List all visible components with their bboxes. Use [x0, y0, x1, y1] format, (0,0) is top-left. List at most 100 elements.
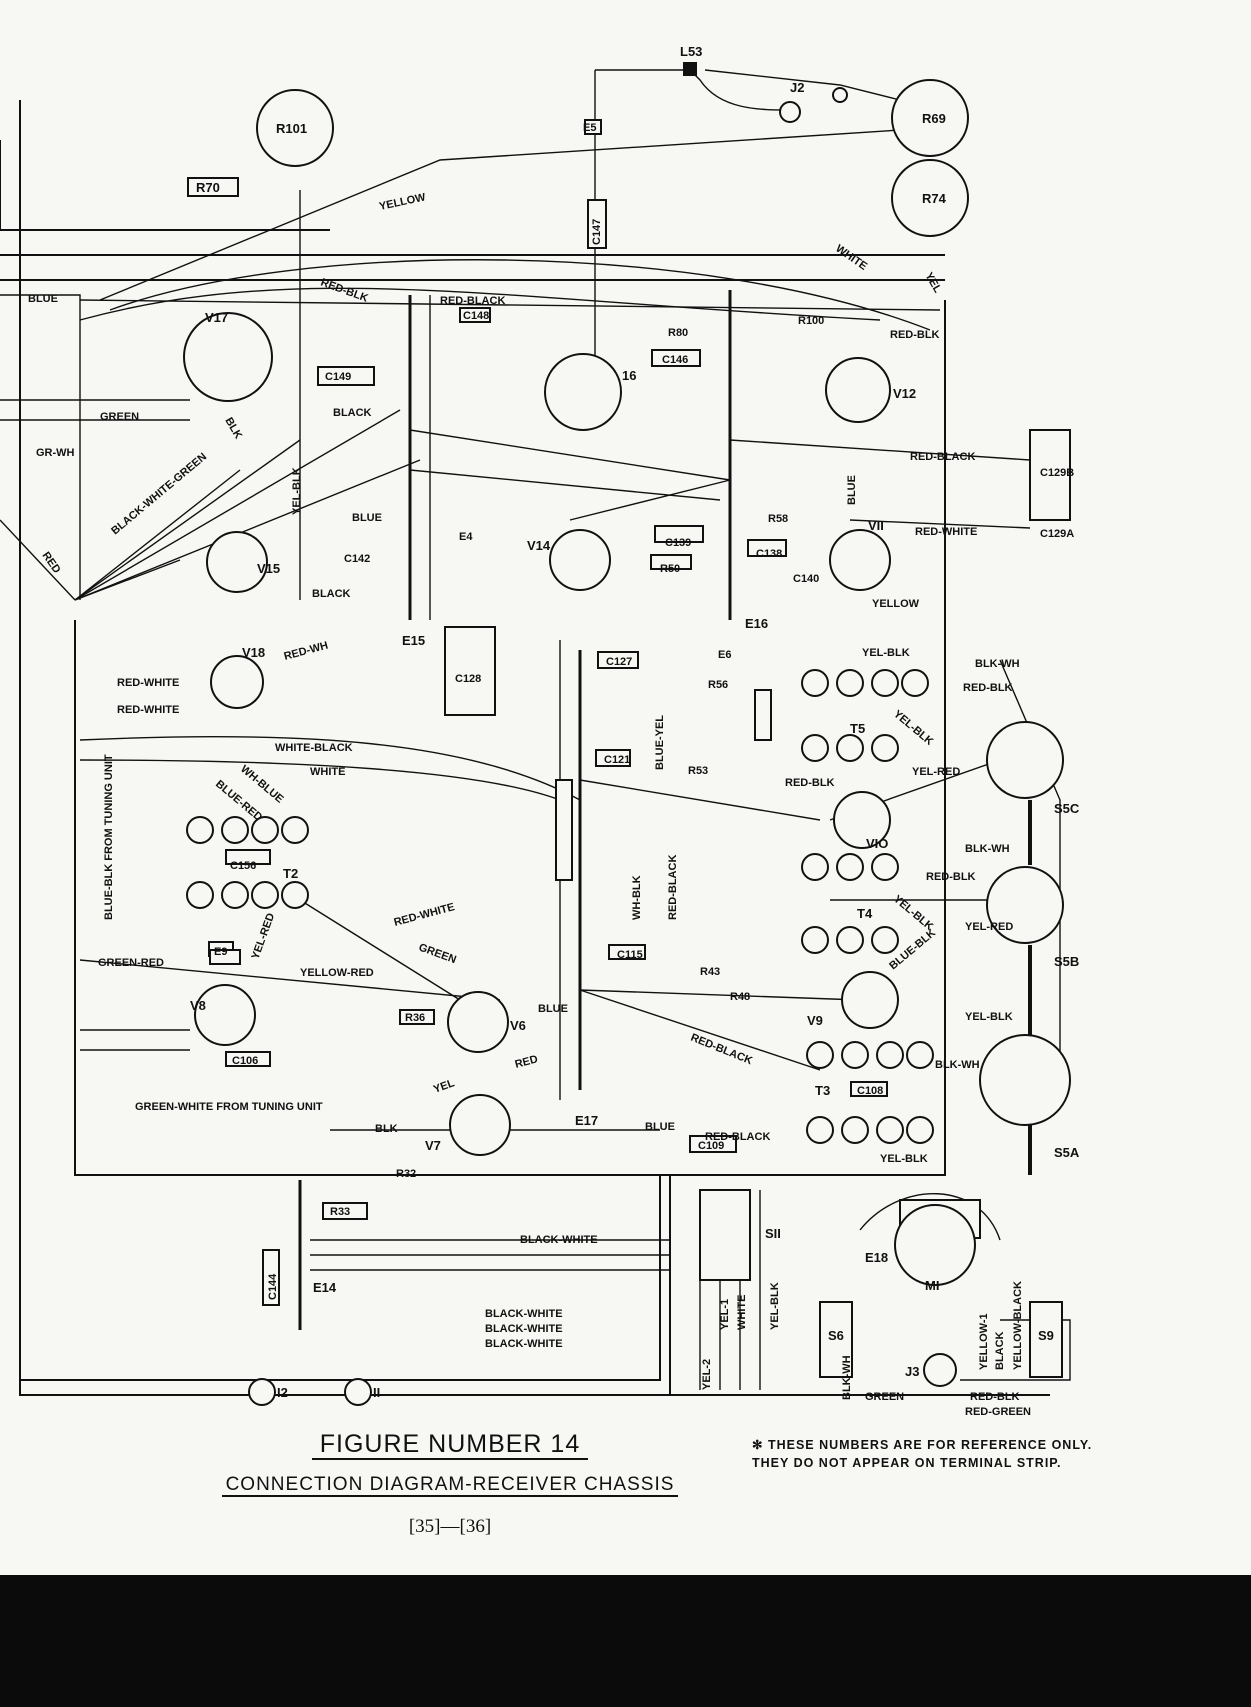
label-r69: R69 [922, 111, 946, 126]
label-r100: R100 [798, 315, 824, 327]
label-e9: E9 [214, 946, 227, 958]
wire-label: YEL-BLK [965, 1011, 1013, 1023]
wire-label: YEL [922, 271, 943, 296]
label-c138: C138 [756, 548, 782, 560]
lamp-i2 [248, 1378, 276, 1406]
wire-label: BLK-WH [935, 1059, 980, 1071]
rotary-switches [979, 721, 1071, 1175]
label-r32: R32 [396, 1168, 416, 1180]
capacitor-c129 [1029, 429, 1071, 521]
wire-label: GREEN [417, 942, 458, 967]
wire-label: WHITE [833, 243, 869, 273]
wire-label: BLUE [645, 1121, 675, 1133]
label-j2: J2 [790, 80, 804, 95]
label-v6: V6 [510, 1018, 526, 1033]
label-c127: C127 [606, 656, 632, 668]
wire-label: RED-WH [283, 640, 330, 663]
wire-label: RED-BLK [785, 777, 835, 789]
label-c128: C128 [455, 673, 481, 685]
socket-v17 [183, 312, 273, 402]
label-v8: V8 [190, 998, 206, 1013]
socket-v10 [833, 791, 891, 849]
switch-s6-box [819, 1301, 853, 1378]
label-v7: V7 [425, 1138, 441, 1153]
label-e16: E16 [745, 616, 768, 631]
socket-v7 [449, 1094, 511, 1156]
label-r74: R74 [922, 191, 947, 206]
label-e18: E18 [865, 1250, 888, 1265]
label-s11: SII [765, 1226, 781, 1241]
page-numbers: [35]—[36] [408, 1516, 492, 1537]
label-c121: C121 [604, 754, 630, 766]
wire-label: YELLOW [872, 598, 920, 610]
wire-label: YEL-BLK [891, 893, 935, 933]
bottom-parts [248, 1204, 976, 1406]
wire-label: RED-BLK [963, 682, 1013, 694]
label-i2: I2 [277, 1385, 288, 1400]
label-v10: VIO [866, 836, 888, 851]
wire-label: GR-WH [36, 447, 75, 459]
wire-label: GREEN-RED [98, 957, 164, 969]
label-c108: C108 [857, 1085, 883, 1097]
label-c106: C106 [232, 1055, 258, 1067]
wire-label: BLUE [28, 293, 58, 305]
label-t5: T5 [850, 721, 865, 736]
label-s6: S6 [828, 1328, 844, 1343]
label-v17: V17 [205, 310, 228, 325]
label-c149: C149 [325, 371, 351, 383]
wire-label: BLACK [312, 588, 351, 600]
wire-label: WHITE [310, 766, 345, 778]
wire-label: YELLOW-BLACK [1012, 1281, 1024, 1370]
figure-title-text: FIGURE NUMBER 14 [311, 1430, 589, 1460]
figure-title: FIGURE NUMBER 14 [210, 1430, 690, 1460]
wire-label: RED-BLK [970, 1391, 1020, 1403]
wire-label: RED-WHITE [915, 526, 977, 538]
label-c109: C109 [698, 1140, 724, 1152]
wire-label: YEL-1 [719, 1299, 731, 1330]
label-r48: R48 [730, 991, 750, 1003]
transformer-terminals [186, 669, 934, 1144]
wire-label: RED [514, 1053, 540, 1071]
switch-s5c [986, 721, 1064, 799]
lamp-i1 [344, 1378, 372, 1406]
wire-label: BLK-WH [841, 1355, 853, 1400]
wire-label: BLACK-WHITE [485, 1323, 563, 1335]
figure-subtitle: CONNECTION DIAGRAM-RECEIVER CHASSIS [210, 1474, 690, 1497]
switch-s5b [986, 866, 1064, 944]
label-s5c: S5C [1054, 801, 1080, 816]
wire-label: BLK-WH [975, 658, 1020, 670]
wire-label: RED-BLK [890, 329, 940, 341]
label-v12: V12 [893, 386, 916, 401]
socket-v11 [829, 529, 891, 591]
wire-label: GREEN [865, 1391, 904, 1403]
label-r58: R58 [768, 513, 788, 525]
label-c144: C144 [267, 1273, 279, 1300]
wire-label: YELLOW-RED [300, 967, 374, 979]
label-t2: T2 [283, 866, 298, 881]
wire-label: BLUE-BLK FROM TUNING UNIT [103, 754, 115, 920]
label-v18: V18 [242, 645, 265, 660]
label-r101: R101 [276, 121, 307, 136]
label-s5b: S5B [1054, 954, 1079, 969]
wire-label: RED-WHITE [393, 901, 456, 929]
pot-r69 [891, 79, 969, 157]
wire-label: YEL-RED [912, 766, 960, 778]
label-v11: VII [868, 518, 884, 533]
coil-l53 [683, 62, 697, 76]
wire-label: BLUE [538, 1003, 568, 1015]
wire-label: RED-BLACK [705, 1131, 770, 1143]
wire-label: YELLOW [378, 191, 427, 213]
wire-label: YEL-BLK [291, 467, 303, 515]
tube-sockets [183, 312, 899, 1156]
wire-label: RED-BLACK [910, 451, 975, 463]
label-r36: R36 [405, 1012, 425, 1024]
label-v14: V14 [527, 538, 551, 553]
wire-label: YEL-BLK [769, 1282, 781, 1330]
label-r43: R43 [700, 966, 720, 978]
wire-label: YEL [432, 1077, 456, 1096]
jack-j3 [923, 1353, 957, 1387]
switch-s9-box [1029, 1301, 1063, 1378]
wire-label: BLACK [994, 1331, 1006, 1370]
chassis-outline [0, 100, 1050, 1396]
